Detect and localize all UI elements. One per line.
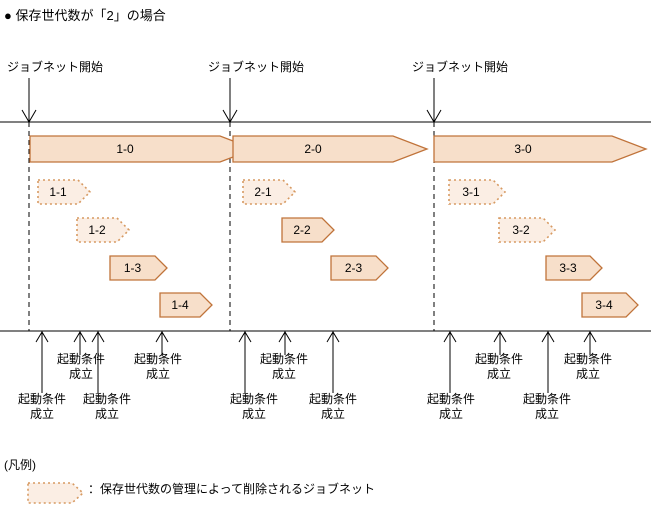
trigger-label-line1: 起動条件 [56,352,105,366]
jobnet-shape-1-4 [159,292,213,318]
trigger-label-line1: 起動条件 [259,352,308,366]
trigger-label-line1: 起動条件 [426,392,475,406]
trigger-label-trigger-2: 起動条件成立 [46,352,116,382]
trigger-head-trigger-6 [278,331,292,343]
jobnet-shape-2-3 [330,255,389,281]
start-arrow-head-gen-3 [426,109,442,123]
trigger-head-trigger-11 [583,331,597,343]
jobnet-start-label-gen-1: ジョブネット開始 [7,60,104,74]
start-arrow-head-gen-1 [21,109,37,123]
trigger-head-trigger-10 [541,331,555,343]
legend-title: (凡例) [4,458,36,472]
trigger-head-trigger-9 [493,331,507,343]
jobnet-shapes [29,135,648,318]
jobnet-start-label-gen-2: ジョブネット開始 [208,60,305,74]
trigger-label-line2: 成立 [29,407,54,421]
jobnet-shape-3-0 [433,135,648,163]
trigger-head-trigger-5 [238,331,252,343]
trigger-label-line2: 成立 [94,407,119,421]
jobnet-shape-3-4 [581,292,639,318]
axis-lines [0,121,651,332]
trigger-label-line1: 起動条件 [563,352,612,366]
trigger-label-trigger-5: 起動条件成立 [219,392,289,422]
trigger-label-line2: 成立 [271,367,296,381]
trigger-head-trigger-1 [35,331,49,343]
trigger-label-line2: 成立 [534,407,559,421]
trigger-label-trigger-9: 起動条件成立 [464,352,534,382]
jobnet-shape-2-2 [281,217,335,243]
trigger-label-line1: 起動条件 [82,392,131,406]
trigger-label-trigger-3: 起動条件成立 [72,392,142,422]
trigger-label-line1: 起動条件 [17,392,66,406]
legend-swatch [27,482,85,504]
trigger-label-trigger-7: 起動条件成立 [298,392,368,422]
jobnet-start-label-gen-3: ジョブネット開始 [412,60,509,74]
legend-deleted-jobnet-swatch [27,482,85,504]
trigger-label-trigger-11: 起動条件成立 [553,352,623,382]
trigger-label-line1: 起動条件 [133,352,182,366]
trigger-label-line2: 成立 [241,407,266,421]
start-arrow-head-gen-2 [222,109,238,123]
jobnet-shape-2-1 [242,179,297,205]
jobnet-shape-1-2 [76,217,131,243]
generation-boundary-lines [28,122,435,331]
trigger-label-trigger-6: 起動条件成立 [249,352,319,382]
trigger-label-line2: 成立 [486,367,511,381]
jobnet-shape-3-2 [498,217,557,243]
jobnet-shape-3-1 [448,179,507,205]
page-title: ● 保存世代数が「2」の場合 [4,8,166,23]
trigger-label-trigger-10: 起動条件成立 [512,392,582,422]
trigger-label-line2: 成立 [438,407,463,421]
trigger-label-line2: 成立 [145,367,170,381]
trigger-head-trigger-7 [326,331,340,343]
trigger-label-line1: 起動条件 [229,392,278,406]
trigger-label-line1: 起動条件 [474,352,523,366]
trigger-head-trigger-4 [155,331,169,343]
jobnet-shape-2-0 [232,135,429,163]
trigger-label-line2: 成立 [575,367,600,381]
trigger-label-line1: 起動条件 [308,392,357,406]
trigger-head-trigger-3 [91,331,105,343]
trigger-head-trigger-2 [73,331,87,343]
trigger-head-trigger-8 [443,331,457,343]
trigger-arrows [35,331,597,393]
jobnet-start-arrows [21,78,442,123]
trigger-label-trigger-4: 起動条件成立 [123,352,193,382]
trigger-label-trigger-8: 起動条件成立 [416,392,486,422]
trigger-label-line2: 成立 [68,367,93,381]
jobnet-shape-1-0 [29,135,256,163]
trigger-label-trigger-1: 起動条件成立 [7,392,77,422]
trigger-label-line1: 起動条件 [522,392,571,406]
jobnet-shape-1-1 [37,179,92,205]
jobnet-shape-3-3 [545,255,603,281]
legend-description: ：保存世代数の管理によって削除されるジョブネット [88,482,376,496]
trigger-label-line2: 成立 [320,407,345,421]
jobnet-shape-1-3 [109,255,168,281]
